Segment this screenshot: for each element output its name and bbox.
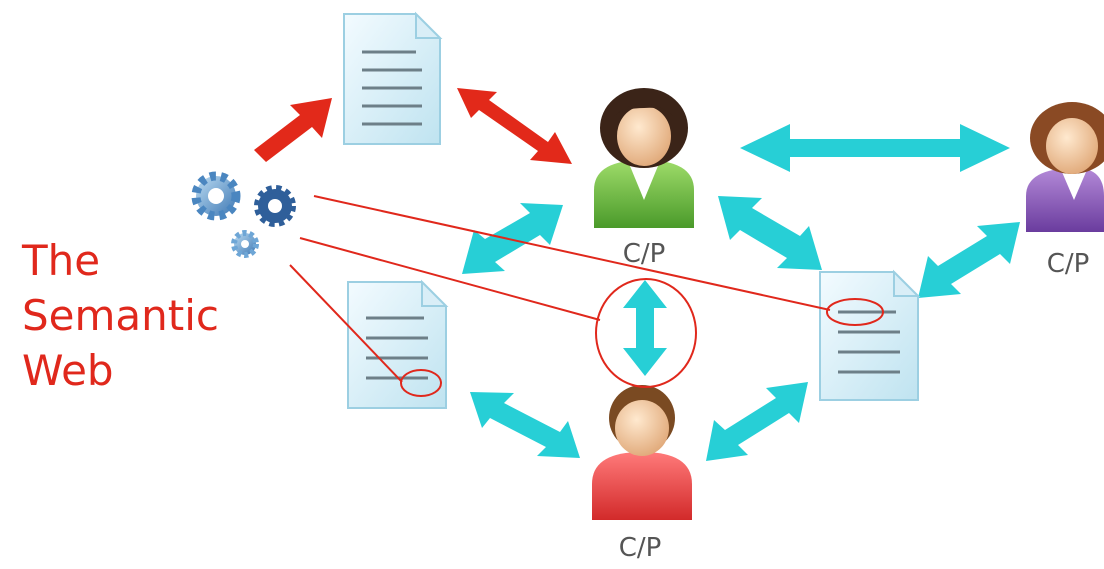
cyan-arrow-top-to-right-doc	[718, 196, 822, 270]
person-top-icon	[594, 88, 694, 228]
document-left-icon	[347, 279, 449, 409]
annotation-line-to-right-doc	[313, 195, 831, 311]
cyan-arrow-right-person-to-doc	[918, 222, 1020, 298]
cyan-arrow-vertical-center	[623, 280, 667, 376]
person-right-label: C/P	[1047, 249, 1090, 279]
person-bottom-icon	[592, 385, 692, 520]
annotation-oval-right-doc	[826, 298, 884, 326]
gear-small	[231, 230, 259, 258]
title-line-3: Web	[22, 346, 114, 395]
diagram-title: The Semantic Web	[21, 236, 219, 395]
document-right-icon	[819, 269, 921, 401]
annotation-oval-center	[595, 278, 697, 388]
gears-icon	[191, 171, 296, 258]
annotation-line-to-center-arrow	[299, 237, 601, 321]
red-double-arrow-doc-person	[457, 88, 572, 164]
cyan-arrow-left-doc-to-bottom	[470, 392, 580, 458]
person-top-label: C/P	[623, 239, 666, 269]
annotation-links	[289, 195, 884, 397]
person-right-icon	[1026, 102, 1104, 232]
red-arrow-gears-to-doc	[254, 98, 332, 162]
gear-large	[191, 171, 241, 221]
annotation-oval-left-doc	[400, 369, 442, 397]
title-line-1: The	[21, 236, 100, 285]
person-bottom-label: C/P	[619, 533, 662, 563]
annotation-line-to-left-doc	[289, 264, 403, 383]
cyan-arrow-top-to-left-doc	[462, 203, 563, 274]
document-top-icon	[343, 11, 443, 145]
title-line-2: Semantic	[22, 291, 219, 340]
cyan-arrow-bottom-to-right-doc	[706, 382, 808, 461]
gear-medium	[254, 185, 296, 227]
cyan-arrow-top-right-people	[740, 124, 1010, 172]
cyan-arrows	[462, 124, 1020, 461]
